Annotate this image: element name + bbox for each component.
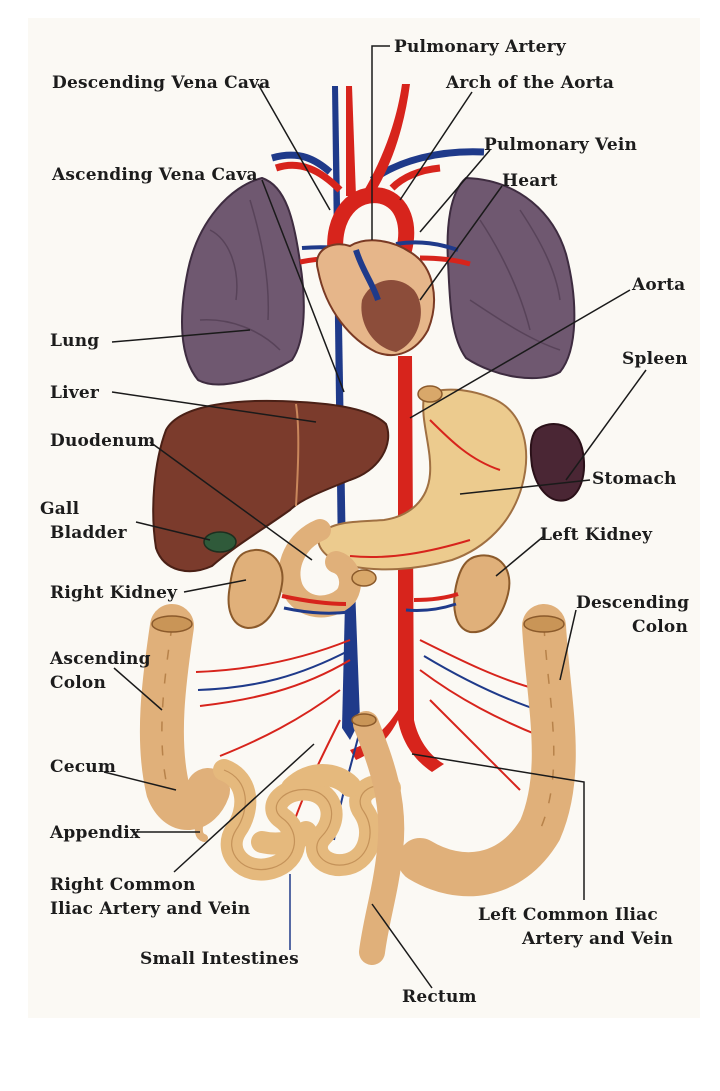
label-descending: Descending bbox=[576, 593, 689, 613]
leader-lung bbox=[111, 329, 251, 343]
leader-spleen bbox=[565, 369, 647, 481]
leader-gall-bladder bbox=[135, 521, 211, 541]
small-intestines-outline bbox=[223, 769, 391, 871]
label-appendix: Appendix bbox=[49, 823, 141, 843]
leader-cecum bbox=[103, 771, 177, 791]
leader-lines bbox=[103, 45, 647, 989]
leader-right-common-iliac bbox=[173, 743, 315, 873]
label-heart: Heart bbox=[502, 171, 558, 191]
leader-descending-vena-cava bbox=[257, 83, 331, 211]
label-duodenum: Duodenum bbox=[50, 431, 155, 451]
label-ascending: Ascending bbox=[49, 649, 151, 669]
label-left-artery-and-vein: Artery and Vein bbox=[521, 929, 673, 949]
label-ascending-vena-cava: Ascending Vena Cava bbox=[51, 165, 258, 185]
label-cecum: Cecum bbox=[50, 757, 116, 777]
leader-right-kidney bbox=[183, 579, 247, 593]
leader-rectum bbox=[371, 903, 433, 989]
left-kidney bbox=[453, 554, 511, 634]
leader-arch-of-aorta bbox=[399, 91, 473, 201]
label-left-common-iliac: Left Common Iliac bbox=[478, 905, 658, 925]
label-spleen: Spleen bbox=[622, 349, 688, 369]
liver bbox=[152, 399, 390, 573]
labels: Pulmonary Artery Descending Vena Cava Ar… bbox=[40, 37, 689, 1007]
rectum bbox=[353, 711, 405, 965]
leader-pulmonary-artery bbox=[371, 45, 390, 240]
label-iliac-artery-and-vein: Iliac Artery and Vein bbox=[50, 899, 250, 919]
leader-ascending-vena-cava bbox=[261, 179, 345, 393]
leader-stomach bbox=[459, 479, 591, 495]
duodenum bbox=[278, 519, 362, 618]
left-renal-artery bbox=[413, 592, 459, 602]
leader-left-common-iliac bbox=[411, 753, 585, 900]
leader-heart bbox=[419, 185, 503, 301]
sigmoid-opening bbox=[351, 713, 377, 727]
label-gall: Gall bbox=[40, 499, 80, 519]
label-right-kidney: Right Kidney bbox=[50, 583, 178, 603]
right-kidney bbox=[227, 549, 284, 630]
pancreas-duct bbox=[351, 569, 377, 587]
leader-ascending-colon bbox=[113, 667, 163, 711]
label-descending-colon: Colon bbox=[632, 617, 688, 637]
left-lung bbox=[446, 176, 576, 380]
right-renal-vein bbox=[283, 606, 351, 615]
leader-duodenum bbox=[149, 441, 313, 561]
label-small-intestines: Small Intestines bbox=[140, 949, 299, 969]
label-rectum: Rectum bbox=[402, 987, 477, 1007]
label-bladder: Bladder bbox=[50, 523, 128, 543]
descending-colon bbox=[398, 604, 576, 897]
mesenteric-vessels bbox=[195, 639, 545, 841]
stomach bbox=[317, 385, 528, 571]
label-lung: Lung bbox=[50, 331, 99, 351]
leader-aorta bbox=[409, 289, 631, 419]
heart bbox=[315, 239, 435, 356]
label-aorta: Aorta bbox=[631, 275, 685, 295]
right-renal-vessels bbox=[281, 594, 347, 606]
leader-pulmonary-vein bbox=[419, 149, 491, 233]
ascending-colon bbox=[139, 604, 230, 830]
label-stomach: Stomach bbox=[592, 469, 677, 489]
leader-left-kidney bbox=[495, 535, 545, 577]
gall-bladder bbox=[203, 531, 237, 553]
leader-liver bbox=[111, 391, 317, 423]
label-ascending-colon: Colon bbox=[50, 673, 106, 693]
label-descending-vena-cava: Descending Vena Cava bbox=[52, 73, 270, 93]
descending-aorta bbox=[398, 356, 444, 772]
left-renal-vein bbox=[405, 602, 457, 612]
label-liver: Liver bbox=[50, 383, 100, 403]
label-pulmonary-vein: Pulmonary Vein bbox=[484, 135, 637, 155]
label-right-common: Right Common bbox=[50, 875, 196, 895]
label-arch-of-aorta: Arch of the Aorta bbox=[445, 73, 614, 93]
leader-descending-colon bbox=[559, 609, 577, 681]
label-pulmonary-artery: Pulmonary Artery bbox=[394, 37, 567, 57]
label-left-kidney: Left Kidney bbox=[540, 525, 653, 545]
